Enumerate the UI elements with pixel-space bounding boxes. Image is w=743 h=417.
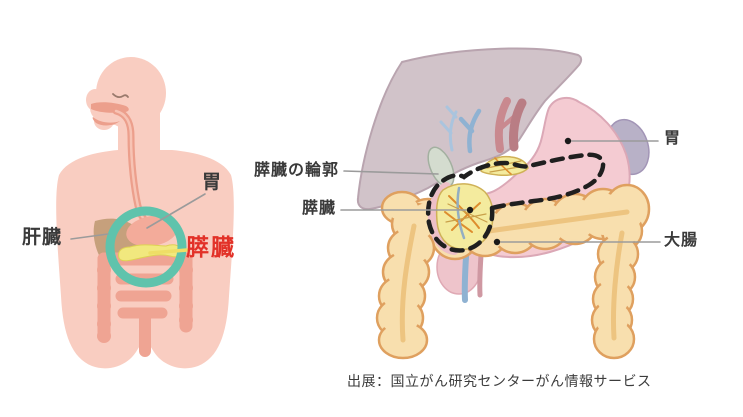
label-stomach-right: 胃 — [664, 130, 682, 147]
stomach-organ-left — [126, 215, 178, 247]
figure-abdomen-detail — [340, 47, 661, 360]
blood-vessels-upper — [439, 97, 527, 154]
pancreas-dashed-outline — [426, 152, 606, 253]
label-pancreas-right: 膵臓 — [302, 200, 337, 217]
label-large-intestine: 大腸 — [664, 232, 699, 249]
marker-dot-pancreas — [466, 206, 474, 214]
leader-lines-right — [340, 137, 661, 246]
pancreas-head — [435, 183, 494, 251]
brow-mark — [112, 93, 129, 99]
pancreas-highlight-ring — [105, 206, 187, 288]
leader-line-pancreas-outline — [343, 170, 439, 175]
label-liver-left: 肝臓 — [22, 227, 63, 248]
label-stomach-left: 胃 — [202, 172, 223, 193]
leader-line-pancreas-yellow — [148, 248, 189, 255]
marker-dot-colon — [493, 238, 501, 246]
leader-lines-left — [70, 193, 206, 255]
label-pancreas-left: 膵臓 — [186, 234, 236, 260]
label-pancreas-outline: 膵臓の輪郭 — [254, 162, 340, 179]
leader-line-liver-left — [70, 233, 109, 240]
duodenum-arc — [427, 182, 459, 255]
source-caption: 出展：国立がん研究センターがん情報サービス — [347, 373, 652, 389]
figure-body-location — [56, 57, 234, 369]
marker-dot-stomach — [564, 137, 572, 145]
leader-line-stomach-left — [146, 193, 206, 229]
